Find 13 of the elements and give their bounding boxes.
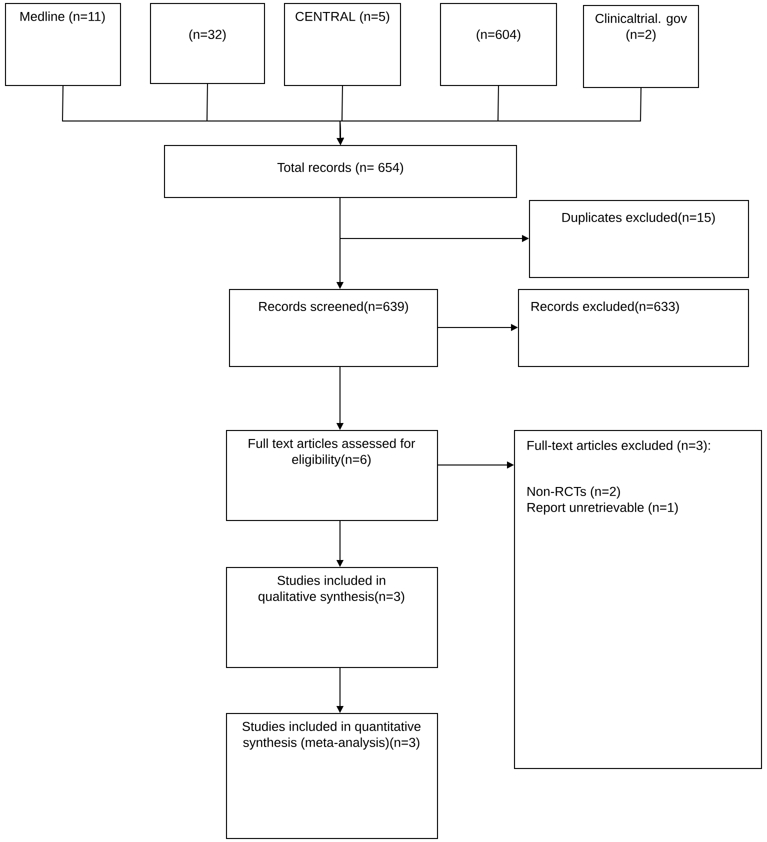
excluded-box: Full-text articles excluded (n=3): Non-RCTs (n=2) Report unretrievable (n=1) — [514, 430, 762, 769]
source-box: (n=604) — [440, 3, 557, 86]
source-box: Medline (n=11) — [5, 3, 121, 86]
excluded-box: Records excluded(n=633) — [518, 289, 749, 367]
process-box: Studies included in quantitative synthesis (meta-analysis)(n=3) — [226, 713, 438, 839]
source-box: CENTRAL (n=5) — [284, 3, 401, 86]
process-box: Studies included in qualitative synthesis(n=3) — [226, 567, 438, 668]
process-box: Full text articles assessed for eligibility(n=6) — [226, 430, 438, 521]
excluded-box: Duplicates excluded(n=15) — [529, 200, 749, 278]
process-box: Total records (n= 654) — [164, 145, 517, 198]
source-box: Clinicaltrial. gov (n=2) — [583, 5, 699, 88]
process-box: Records screened(n=639) — [229, 289, 438, 367]
source-box: (n=32) — [150, 3, 265, 84]
